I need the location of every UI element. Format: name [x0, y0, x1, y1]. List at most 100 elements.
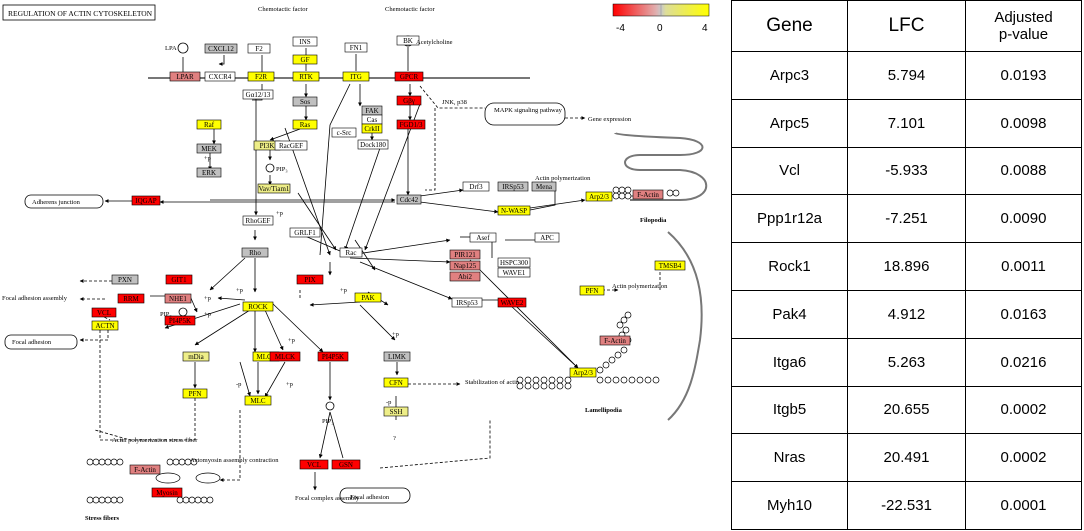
gene-node-box	[91, 320, 119, 331]
gene-node-mena: Mena	[531, 181, 557, 192]
gene-node-itg: ITG	[342, 71, 370, 82]
gene-node-raf: Raf	[196, 119, 222, 130]
gene-node-fgd13: FGD1/3	[396, 119, 426, 130]
gene-node-crkii: CrkII	[361, 123, 383, 134]
gene-node-box	[531, 181, 557, 192]
header-gene: Gene	[731, 0, 848, 52]
gene-node-box	[292, 119, 318, 130]
legend-mid: 0	[657, 23, 663, 34]
gene-node-label: APC	[540, 234, 554, 242]
gene-node-label: Ras	[300, 121, 311, 129]
label-phospho-5: +p	[204, 295, 211, 302]
cell-lfc: 20.655	[847, 385, 966, 435]
gene-node-label: Nap125	[454, 262, 477, 270]
label-actin-polymerization-1: Actin polymerization	[535, 175, 591, 182]
cell-gene: Pak4	[731, 289, 848, 339]
label-filopodia: Filopodia	[640, 217, 667, 224]
gene-node-label: c-Src	[337, 129, 352, 137]
gene-node-box	[196, 143, 222, 154]
legend-min: -4	[616, 23, 625, 34]
gene-node-box	[196, 167, 222, 178]
gene-node-label: F-Actin	[637, 191, 659, 199]
label-adherens-junction: Adherens junction	[32, 199, 81, 206]
gene-node-iqgap: IQGAP	[131, 195, 161, 206]
filopodia-membrane	[614, 132, 708, 201]
pathway-dashed-edges	[79, 85, 661, 482]
gene-node-gf: GF	[292, 54, 318, 65]
gene-node-box	[269, 351, 301, 362]
gene-node-label: IQGAP	[135, 197, 156, 205]
gene-node-erk: ERK	[196, 167, 222, 178]
gene-node-wave2: WAVE2	[497, 297, 527, 308]
label-phospho-2: +p	[276, 210, 283, 217]
gene-node-label: SSH	[390, 408, 403, 416]
gene-node-pfn1: PFN	[579, 285, 605, 296]
cell-padj: 0.0098	[965, 98, 1082, 148]
cell-padj: 0.0090	[965, 194, 1082, 244]
gene-node-label: RRM	[123, 295, 139, 303]
gene-node-box	[289, 227, 321, 238]
gene-node-box	[241, 247, 269, 258]
gene-node-box	[354, 292, 382, 303]
color-legend: -4 0 4	[612, 3, 710, 34]
cell-gene: Myh10	[731, 481, 848, 530]
cell-gene: Rock1	[731, 242, 848, 291]
gene-node-box	[396, 194, 422, 205]
gene-node-cxcr4: CXCR4	[204, 71, 236, 82]
label-actin-polymerization-2: Actin polymerization	[612, 283, 668, 290]
gene-node-label: WAVE1	[503, 269, 526, 277]
gene-node-box	[497, 181, 529, 192]
gene-node-label: PFN	[189, 390, 202, 398]
gene-node-f2r: F2R	[247, 71, 275, 82]
gene-node-box	[242, 89, 274, 100]
gene-node-box	[534, 232, 560, 243]
gene-node-label: Myosin	[156, 489, 178, 497]
gene-node-label: F2	[255, 45, 263, 53]
gene-node-label: GPCR	[400, 73, 419, 81]
gene-node-box	[344, 42, 368, 53]
gene-node-box	[569, 367, 597, 378]
cell-padj: 0.0193	[965, 51, 1082, 100]
label-jnk-p38: JNK, p38	[442, 99, 467, 106]
label-pip2-a: PIP₂	[160, 311, 172, 318]
gene-node-box	[247, 43, 271, 54]
label-phospho-9: +p	[286, 381, 293, 388]
gene-node-label: Cas	[367, 116, 378, 124]
gene-node-box	[151, 487, 183, 498]
gene-node-rac: Rac	[339, 247, 363, 258]
gene-node-box	[317, 351, 349, 362]
gene-node-mlck: MLCK	[269, 351, 301, 362]
cell-lfc: 7.101	[847, 98, 966, 148]
gene-node-box	[165, 274, 193, 285]
gene-node-label: FAK	[365, 107, 378, 115]
gene-node-label: F2R	[255, 73, 267, 81]
gene-node-racgef: RacGEF	[274, 140, 308, 151]
label-acetylcholine: Acetylcholine	[416, 39, 453, 46]
gene-node-box	[497, 205, 531, 216]
gene-node-box	[497, 267, 531, 278]
pathway-title-box	[2, 4, 156, 21]
gene-node-myosin: Myosin	[151, 487, 183, 498]
gene-node-hspc300: HSPC300	[497, 257, 531, 268]
gene-node-box	[204, 71, 236, 82]
cell-lfc: 5.794	[847, 51, 966, 100]
gene-node-box	[299, 459, 329, 470]
cell-padj: 0.0002	[965, 385, 1082, 435]
label-pip3: PIP₃	[276, 166, 288, 173]
gene-node-label: Abi2	[458, 273, 473, 281]
gene-node-box	[449, 271, 481, 282]
gene-node-label: PAK	[361, 294, 374, 302]
cell-lfc: -22.531	[847, 481, 966, 530]
gene-node-label: GIT1	[171, 276, 187, 284]
label-lamellipodia: Lamellipodia	[585, 407, 623, 414]
label-focal-adhesion-2: Focal adhesion	[350, 494, 390, 501]
gene-node-pix: PIX	[296, 274, 324, 285]
gene-node-pi4p5k2: PI4P5K	[317, 351, 349, 362]
cell-gene: Arpc5	[731, 98, 848, 148]
gene-node-box	[394, 71, 424, 82]
label-unknown: ?	[393, 435, 396, 442]
gene-node-sos: Sos	[292, 96, 318, 107]
